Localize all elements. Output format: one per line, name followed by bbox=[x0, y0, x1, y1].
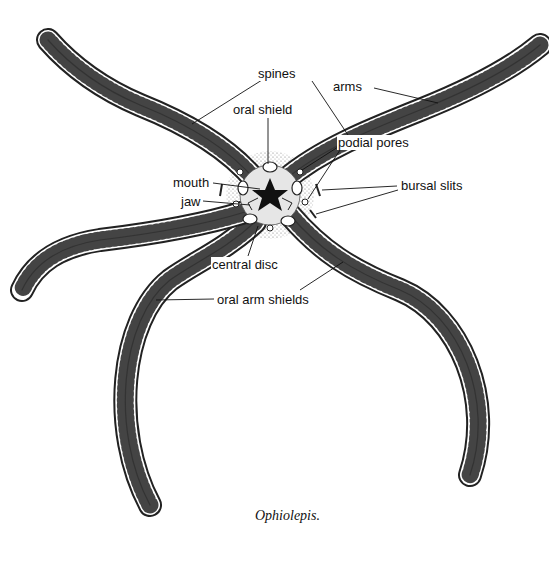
part-label: podial pores bbox=[337, 135, 410, 150]
part-label: bursal slits bbox=[400, 178, 463, 193]
arm bbox=[22, 212, 245, 290]
part-label: mouth bbox=[172, 175, 210, 190]
part-label: central disc bbox=[211, 257, 279, 272]
leader-lines bbox=[156, 80, 438, 300]
disc-centre bbox=[240, 165, 300, 225]
arm bbox=[285, 45, 540, 180]
part-label: oral shield bbox=[232, 102, 293, 117]
jaws bbox=[248, 198, 292, 210]
part-label: oral arm shields bbox=[216, 292, 310, 307]
arm bbox=[48, 40, 255, 180]
oral-shields bbox=[238, 162, 302, 226]
arms-group bbox=[22, 40, 540, 505]
part-label: spines bbox=[257, 66, 297, 81]
mouth-star bbox=[252, 178, 288, 211]
part-label: arms bbox=[332, 79, 363, 94]
part-label: jaw bbox=[180, 194, 202, 209]
podial-pores bbox=[233, 169, 308, 231]
figure-caption: Ophiolepis. bbox=[255, 508, 320, 524]
arm bbox=[290, 215, 478, 475]
